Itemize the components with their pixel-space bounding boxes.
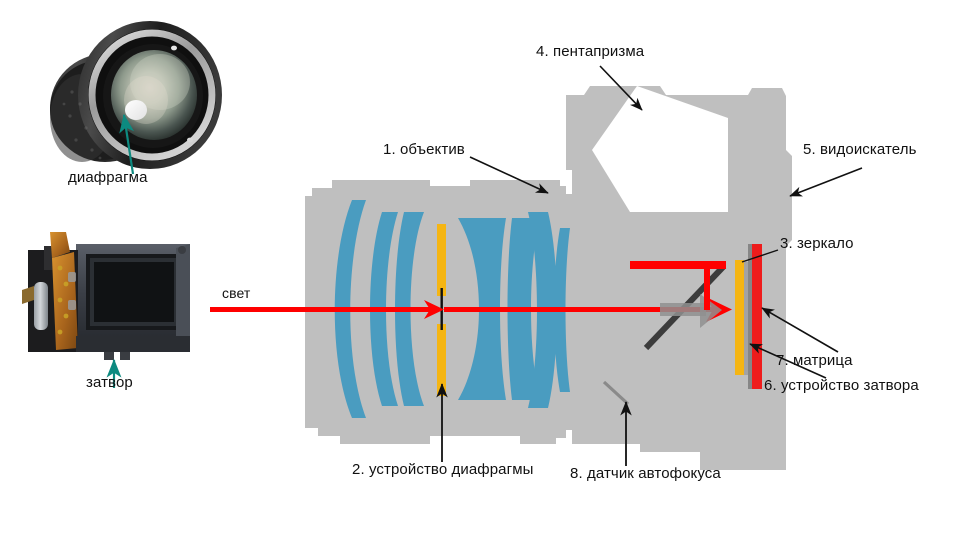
pentaprism-shape <box>592 86 728 212</box>
callout-aperture-unit: 2. устройство диафрагмы <box>352 461 534 478</box>
light-path-group <box>210 261 732 328</box>
ray-arrowhead-aperture <box>424 300 444 319</box>
photo-caption-diaphragm: диафрагма <box>68 169 148 186</box>
camera-shutter-unit-photo <box>22 232 194 360</box>
reflected-ray-vertical <box>704 264 710 310</box>
callout-pentaprism: 4. пентапризма <box>536 43 645 60</box>
ray-through-lens <box>444 307 622 312</box>
lens-element-1 <box>334 200 366 418</box>
shutter-curtain <box>735 260 744 375</box>
light-ray-label: свет <box>222 285 251 301</box>
leader-sensor <box>761 307 839 353</box>
callout-objective: 1. объектив <box>383 141 465 158</box>
leader-pentaprism <box>599 65 643 111</box>
ray-shadow-bar <box>660 303 706 316</box>
incoming-light-ray <box>210 307 432 312</box>
photo-caption-shutter: затвор <box>86 374 133 391</box>
autofocus-sensor-element <box>602 380 630 406</box>
callout-mirror: 3. зеркало <box>780 235 854 252</box>
reflected-ray-horizontal <box>630 261 726 269</box>
leader-objective <box>469 156 549 194</box>
sensor-mount-edge <box>748 244 752 389</box>
leader-shutter-unit <box>749 343 827 379</box>
image-sensor <box>752 244 762 389</box>
aperture-blade-bottom <box>437 324 446 396</box>
callout-viewfinder: 5. видоискатель <box>803 141 917 158</box>
aperture-photo-pointer-arrow <box>119 113 135 175</box>
callout-sensor: 7. матрица <box>776 352 853 369</box>
viewfinder-eyepiece-bump <box>786 150 792 244</box>
aperture-blade-top <box>437 224 446 296</box>
camera-grip-shape <box>600 430 786 470</box>
callout-leaders <box>436 65 863 466</box>
leader-mirror <box>741 249 779 263</box>
callout-shutter-unit: 6. устройство затвора <box>764 377 919 394</box>
shutter-shadow <box>744 262 748 375</box>
camera-lens-front-photo <box>50 21 222 169</box>
leader-viewfinder <box>789 167 863 197</box>
callout-af-sensor: 8. датчик автофокуса <box>570 465 721 482</box>
